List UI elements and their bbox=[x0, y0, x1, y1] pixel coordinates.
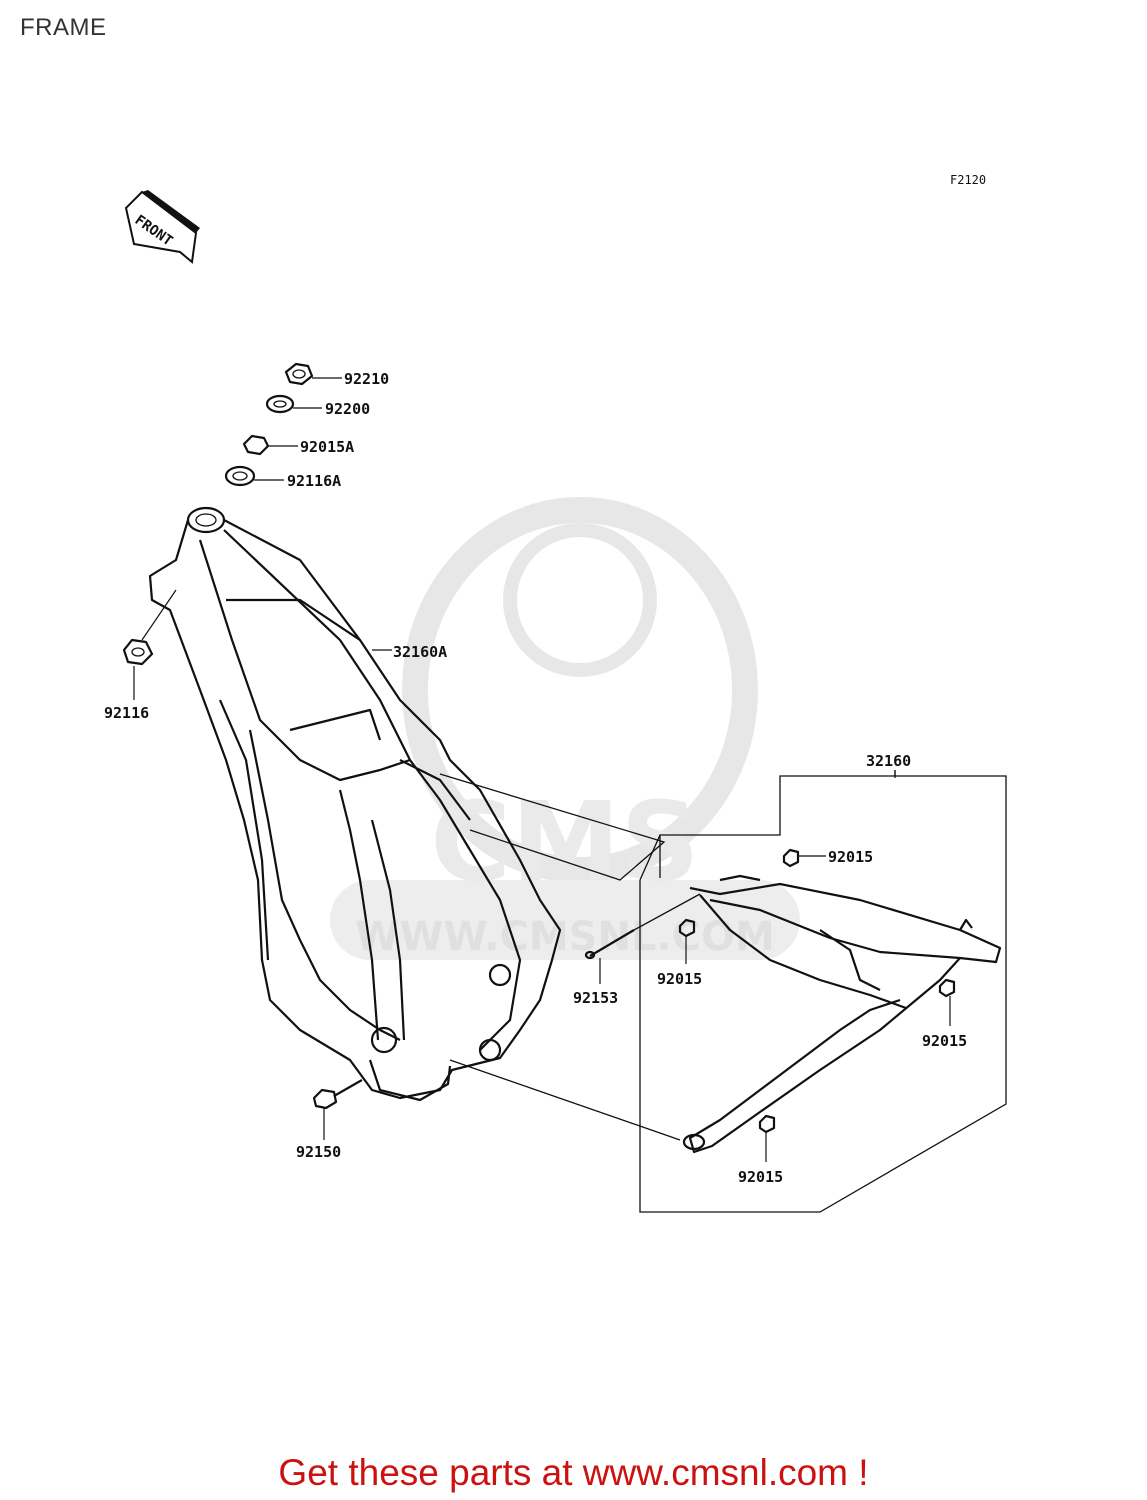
label-92150: 92150 bbox=[296, 1143, 341, 1161]
label-92015-top: 92015 bbox=[828, 848, 873, 866]
label-92015-mid: 92015 bbox=[657, 970, 702, 988]
bearing-92116A-icon bbox=[224, 465, 256, 487]
label-92210: 92210 bbox=[344, 370, 389, 388]
bolt-92015-mid-icon bbox=[678, 918, 696, 938]
label-92116A: 92116A bbox=[287, 472, 341, 490]
label-92153: 92153 bbox=[573, 989, 618, 1007]
label-32160: 32160 bbox=[866, 752, 911, 770]
nut-92210-icon bbox=[284, 362, 314, 386]
nut-92116-icon bbox=[122, 638, 154, 666]
bolt-92015-bottom-icon bbox=[758, 1114, 776, 1134]
nut-92015A-icon bbox=[242, 434, 270, 456]
bolt-92015-top-icon bbox=[782, 848, 800, 868]
label-92015A: 92015A bbox=[300, 438, 354, 456]
subframe-32160 bbox=[682, 874, 1002, 1154]
bolt-92150-icon bbox=[312, 1079, 363, 1110]
watermark-url: WWW.CMSNL.COM bbox=[355, 914, 775, 960]
washer-92200-icon bbox=[265, 394, 295, 414]
label-92015-right: 92015 bbox=[922, 1032, 967, 1050]
bolt-92015-right-icon bbox=[938, 978, 956, 998]
watermark-brand: CMS bbox=[430, 778, 699, 906]
label-32160A: 32160A bbox=[393, 643, 447, 661]
front-arrow-icon: FRONT bbox=[124, 190, 200, 264]
label-92200: 92200 bbox=[325, 400, 370, 418]
page-title: FRAME bbox=[20, 14, 107, 41]
footer-link[interactable]: Get these parts at www.cmsnl.com ! bbox=[278, 1452, 869, 1493]
main-frame-32160A bbox=[148, 506, 562, 1102]
pin-92153-icon bbox=[584, 893, 701, 960]
label-92116: 92116 bbox=[104, 704, 149, 722]
figure-code: F2120 bbox=[950, 173, 986, 187]
watermark-logo: CMS WWW.CMSNL.COM bbox=[330, 497, 800, 960]
label-92015-bottom: 92015 bbox=[738, 1168, 783, 1186]
